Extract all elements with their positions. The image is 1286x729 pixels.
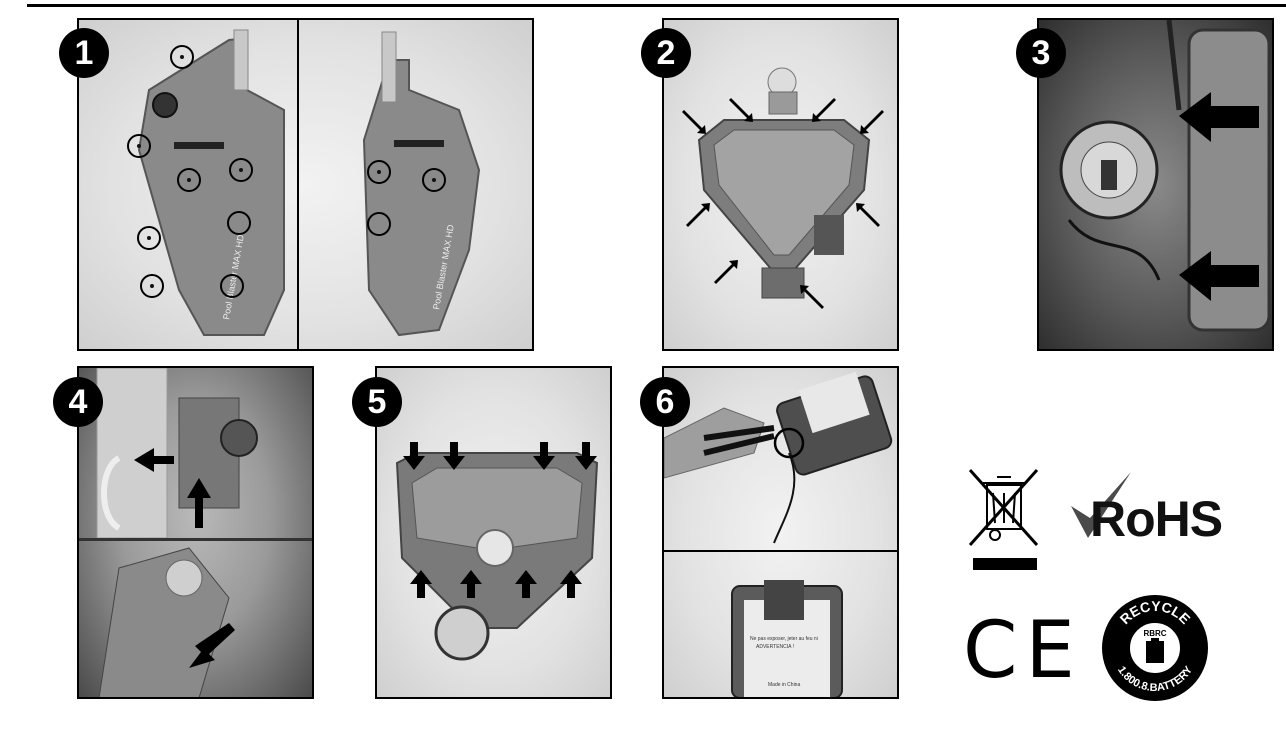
step-3-illustration [1059, 20, 1271, 332]
step-6-panel: Ne pas exposer, jeter au feu ni ADVERTEN… [662, 366, 899, 699]
step-1-panel: Pool Blaster MAX HD Pool Blaster MAX HD [77, 18, 534, 351]
step-2-panel [662, 18, 899, 351]
rbrc-middle-text: RBRC [1143, 629, 1166, 638]
step-3-panel [1037, 18, 1274, 351]
step-4-panel [77, 366, 314, 699]
step-1-illustration: Pool Blaster MAX HD Pool Blaster MAX HD [127, 29, 481, 337]
step-5-number: 5 [352, 377, 402, 427]
step-3-arrows [1179, 92, 1259, 301]
step-4-number: 4 [53, 377, 103, 427]
step-5-panel [375, 366, 612, 699]
step-6-illustration: Ne pas exposer, jeter au feu ni ADVERTEN… [664, 371, 893, 697]
step-4-illustration [79, 368, 312, 697]
step-2-illustration [682, 67, 884, 309]
step-3-number: 3 [1016, 28, 1066, 78]
top-rule [27, 4, 1286, 7]
rbrc-seal: RECYCLE 1.800.8.BATTERY RBRC [1102, 595, 1208, 701]
step-1-divider [297, 20, 299, 349]
battery-label-line-1: Ne pas exposer, jeter au feu ni [750, 636, 818, 642]
checkmark-icon [1071, 472, 1131, 538]
crossed-out-wheelie-bin-icon [968, 469, 1039, 546]
battery-label-line-3: Made in China [768, 682, 800, 688]
battery-recycle-icon [1146, 638, 1164, 663]
rohs-logo-text: RoHS [1090, 491, 1223, 547]
battery-label-line-2: ADVERTENCIA ! [756, 644, 794, 650]
step-6-divider [664, 550, 897, 552]
weee-bar [973, 558, 1037, 570]
weee-logo [968, 469, 1039, 570]
step-5-illustration [395, 442, 599, 661]
step-2-number: 2 [641, 28, 691, 78]
step-6-number: 6 [640, 377, 690, 427]
step-1-number: 1 [59, 28, 109, 78]
ce-mark: CE [963, 606, 1083, 696]
